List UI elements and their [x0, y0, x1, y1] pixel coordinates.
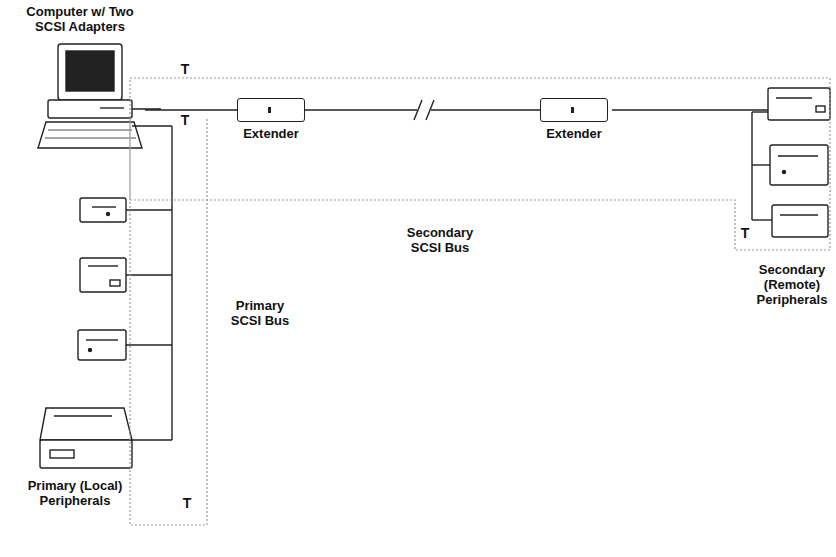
- terminator-mark: T: [178, 62, 192, 77]
- bus-region: Primary SCSI Bus: [130, 118, 207, 525]
- computer-label: Computer w/ Two SCSI Adapters: [15, 4, 145, 34]
- extender-unit: [540, 98, 608, 122]
- extender-unit: [237, 98, 305, 122]
- region-outline: [130, 118, 209, 527]
- bus-region: Secondary SCSI BusExtenderExtender: [130, 78, 830, 250]
- local-peripherals: [40, 198, 132, 468]
- group-label: Primary (Local) Peripherals: [20, 478, 130, 508]
- extender-label: Extender: [538, 126, 610, 141]
- bus-label: Primary SCSI Bus: [230, 298, 290, 328]
- primary-wires: [126, 108, 172, 440]
- indicator: [268, 107, 271, 113]
- bus-label: Secondary SCSI Bus: [392, 225, 488, 255]
- extender-label: Extender: [235, 126, 307, 141]
- terminator-mark: T: [180, 496, 194, 511]
- terminator-mark: T: [738, 226, 752, 241]
- computer-drawing: [38, 44, 142, 148]
- extender-box: Extender: [538, 98, 610, 141]
- remote-peripherals: [768, 88, 830, 237]
- extender-box: Extender: [235, 98, 307, 141]
- indicator: [571, 107, 574, 113]
- region-outline: [130, 78, 832, 252]
- terminator-mark: T: [178, 113, 192, 128]
- remote-wires: [612, 110, 772, 220]
- group-label: Secondary (Remote) Peripherals: [752, 262, 832, 307]
- computer: Computer w/ Two SCSI Adapters: [15, 4, 145, 150]
